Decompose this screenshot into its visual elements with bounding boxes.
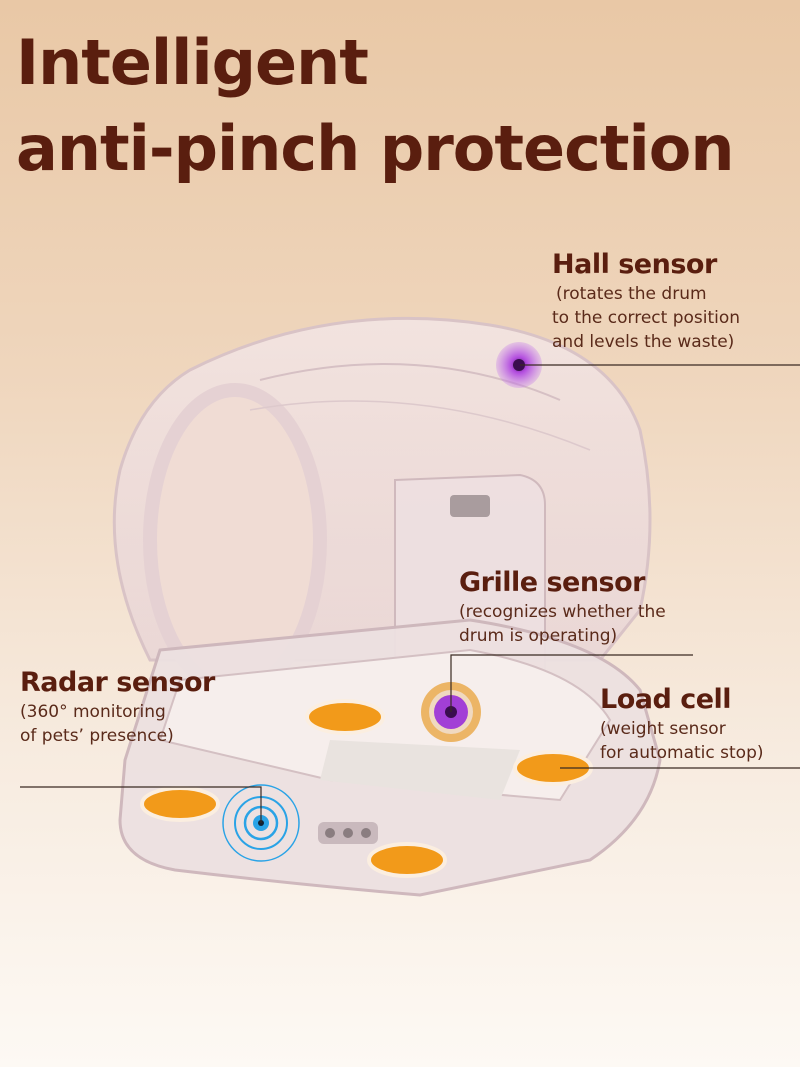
- load-cell-desc-line-1: (weight sensor: [600, 719, 726, 739]
- hall-sensor-callout: Hall sensor (rotates the drum to the cor…: [552, 248, 740, 354]
- hall-sensor-desc-line-3: and levels the waste): [552, 332, 735, 352]
- radar-sensor-marker: [20, 784, 300, 862]
- grille-sensor-callout: Grille sensor (recognizes whether the dr…: [459, 566, 666, 648]
- load-cell-pad: [140, 786, 220, 822]
- hall-sensor-marker: [496, 342, 800, 388]
- hall-sensor-title: Hall sensor: [552, 249, 717, 280]
- headline: Intelligent anti-pinch protection: [16, 20, 734, 192]
- load-cell-pad: [367, 842, 447, 878]
- load-cell-pad: [305, 699, 385, 735]
- radar-sensor-title: Radar sensor: [20, 667, 215, 698]
- grille-sensor-desc-line-1: (recognizes whether the: [459, 602, 666, 622]
- load-cell-pads: [140, 699, 800, 878]
- radar-sensor-desc-line-1: (360° monitoring: [20, 702, 166, 722]
- radar-sensor-leader-line: [20, 786, 262, 823]
- load-cell-desc-line-2: for automatic stop): [600, 743, 764, 763]
- headline-line-1: Intelligent: [16, 26, 369, 99]
- grille-sensor-marker: [421, 654, 693, 742]
- radar-sensor-desc-line-2: of pets’ presence): [20, 726, 174, 746]
- grille-sensor-title: Grille sensor: [459, 567, 645, 598]
- headline-line-2: anti-pinch protection: [16, 112, 734, 185]
- radar-sensor-callout: Radar sensor (360° monitoring of pets’ p…: [20, 666, 215, 748]
- hall-sensor-desc-line-1: (rotates the drum: [556, 284, 707, 304]
- grille-sensor-desc-line-2: drum is operating): [459, 626, 618, 646]
- hall-sensor-desc-line-2: to the correct position: [552, 308, 741, 328]
- load-cell-callout: Load cell (weight sensor for automatic s…: [600, 683, 764, 765]
- load-cell-title: Load cell: [600, 684, 732, 715]
- grille-sensor-leader-line: [450, 654, 693, 712]
